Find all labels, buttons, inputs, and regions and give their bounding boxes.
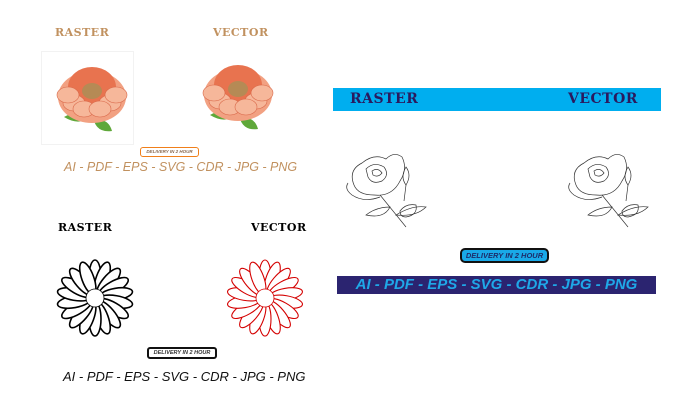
rose-outline xyxy=(402,166,410,186)
rose-outline xyxy=(621,204,639,218)
daisy-vector-label: VECTOR xyxy=(251,221,307,234)
rose-outline xyxy=(379,194,407,228)
petal xyxy=(88,100,112,118)
daisy-vector-image xyxy=(226,259,304,337)
petal xyxy=(56,86,80,104)
daisy-center xyxy=(255,288,275,308)
rose-formats: AI - PDF - EPS - SVG - CDR - JPG - PNG xyxy=(337,276,656,294)
rose-vector-label: VECTOR xyxy=(568,91,638,107)
peony-center xyxy=(228,81,248,97)
peony-vector-image xyxy=(202,65,274,130)
peony-center xyxy=(82,83,102,99)
rose-raster-label: RASTER xyxy=(350,91,419,107)
rose-outline xyxy=(346,182,381,200)
rose-outline xyxy=(371,169,383,177)
daisy-formats: AI - PDF - EPS - SVG - CDR - JPG - PNG xyxy=(63,369,306,384)
petal xyxy=(104,86,128,104)
rose-outline xyxy=(616,206,649,216)
rose-outline xyxy=(568,182,603,200)
peony-raster-image xyxy=(56,67,128,132)
peony-raster-label: RASTER xyxy=(55,26,110,39)
peony-formats: AI - PDF - EPS - SVG - CDR - JPG - PNG xyxy=(64,160,298,174)
peony-raster-frame xyxy=(41,51,134,145)
petal xyxy=(250,84,274,102)
rose-outline xyxy=(625,184,629,202)
petal xyxy=(234,98,258,116)
rose-outline xyxy=(351,154,405,196)
rose-delivery-badge: DELIVERY IN 2 HOUR xyxy=(460,248,549,263)
daisy-delivery-badge: DELIVERY IN 2 HOUR xyxy=(147,347,217,359)
rose-outline xyxy=(394,206,427,216)
leaf xyxy=(240,118,258,130)
rose-outline xyxy=(365,164,387,183)
rose-outline xyxy=(403,184,407,202)
rose-header-bar xyxy=(333,88,661,111)
leaf xyxy=(94,120,112,132)
daisy-raster-image xyxy=(56,259,134,337)
daisy-raster-label: RASTER xyxy=(58,221,113,234)
daisy-center xyxy=(85,288,105,308)
rose-outline xyxy=(365,206,391,217)
petal xyxy=(202,84,226,102)
rose-outline xyxy=(601,194,629,228)
rose-outline xyxy=(587,164,609,183)
rose-outline xyxy=(399,204,417,218)
rose-vector-image xyxy=(568,154,649,228)
rose-outline xyxy=(624,166,632,186)
peony-vector-label: VECTOR xyxy=(213,26,269,39)
peony-delivery-badge: DELIVERY IN 2 HOUR xyxy=(140,147,199,157)
rose-outline xyxy=(593,169,605,177)
rose-raster-image xyxy=(346,154,427,228)
rose-outline xyxy=(573,154,627,196)
rose-outline xyxy=(587,206,613,217)
